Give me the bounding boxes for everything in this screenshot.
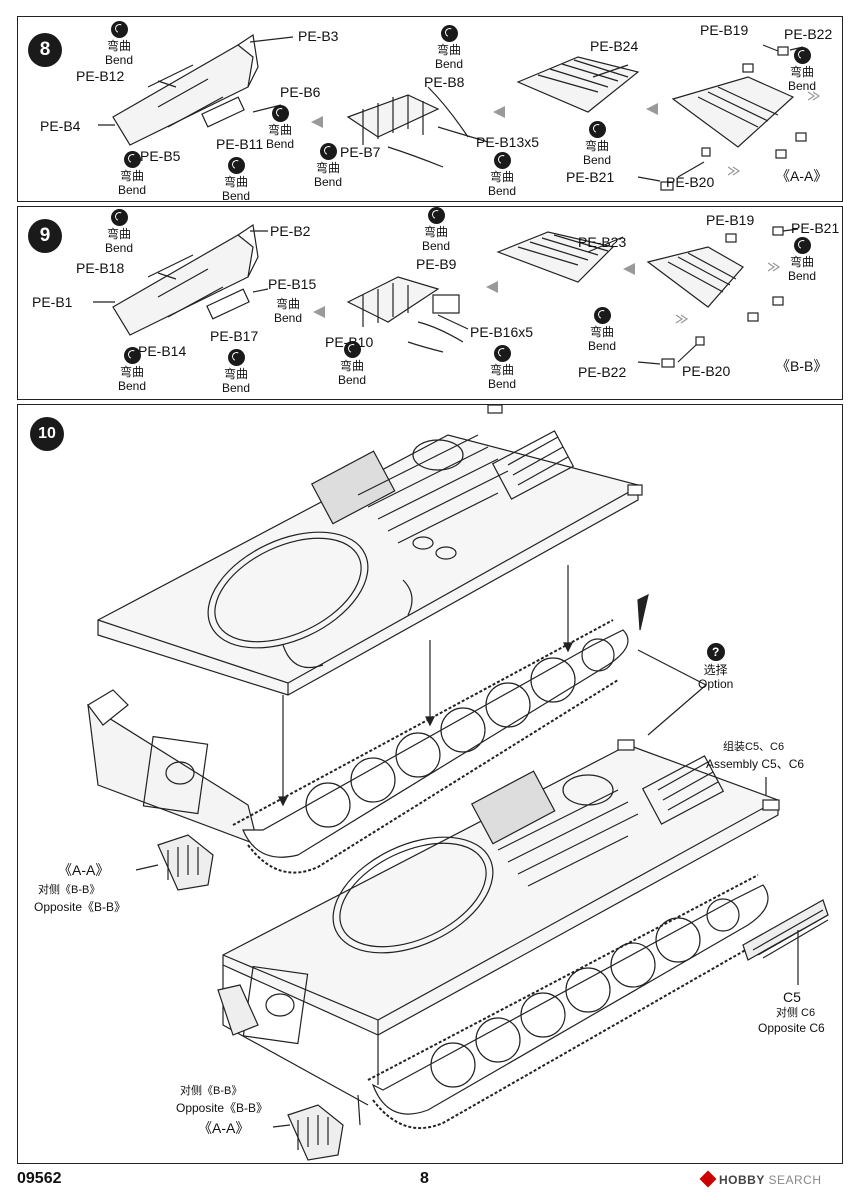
part-label: PE-B13x5 [476,134,540,150]
part-label: PE-B17 [210,328,259,344]
bend-icon [440,25,458,42]
part-label: PE-B21 [566,169,615,185]
part-label: PE-B24 [590,38,639,54]
bend-icon [123,347,141,364]
part-label-c5: C5 [783,989,801,1005]
part-label: PE-B20 [682,363,731,379]
part-label: PE-B4 [40,118,81,134]
step-9-panel: 9 [17,206,843,400]
step-10-diagram [87,405,829,1161]
step-number-badge: 10 [30,417,64,451]
part-label: PE-B12 [76,68,125,84]
view-label-a-a: 《A-A》 [198,1120,250,1136]
part-label: PE-B19 [700,22,749,38]
part-label: PE-B16x5 [470,324,534,340]
bend-icon [793,237,811,254]
question-icon: ? [706,643,725,661]
brand-watermark: HOBBY SEARCH [699,1170,821,1188]
part-label: PE-B5 [140,148,181,164]
bend-icon [593,307,611,324]
opposite-note-en: Opposite《B-B》 [176,1101,269,1115]
assembly-note-en: Assembly C5、C6 [706,757,805,771]
c6-note-en: Opposite C6 [758,1021,825,1035]
part-label: PE-B20 [666,174,715,190]
part-label: PE-B11 [216,136,264,152]
part-label: PE-B22 [784,26,833,42]
part-label: PE-B2 [270,223,311,239]
step-number-badge: 8 [28,33,62,67]
part-label: PE-B19 [706,212,755,228]
part-label: PE-B8 [424,74,465,90]
opposite-note-cn: 对侧《B-B》 [180,1085,243,1097]
part-label: PE-B14 [138,343,187,359]
part-label: PE-B18 [76,260,125,276]
step-9-diagram [93,223,799,368]
bend-icon [110,209,128,226]
part-label: PE-B15 [268,276,317,292]
bend-icon [493,152,511,169]
step-number-badge: 9 [28,219,62,253]
bend-icon [110,21,128,38]
part-label: PE-B22 [578,364,627,380]
kit-code: 09562 [17,1170,62,1187]
step-10-panel: 10 [17,404,843,1164]
bend-icon [588,121,606,138]
opposite-note-cn: 对侧《B-B》 [38,884,101,896]
part-label: PE-B6 [280,84,321,100]
bend-icon [343,341,361,358]
part-label: PE-B9 [416,256,457,272]
view-label-b-b: 《B-B》 [776,358,828,374]
part-label: PE-B3 [298,28,339,44]
part-label: PE-B23 [578,234,627,250]
bend-icon [793,47,811,64]
bend-icon [427,207,445,224]
part-label: PE-B21 [791,220,840,236]
bend-icon [271,105,289,122]
c6-note-cn: 对侧 C6 [776,1007,816,1019]
bend-icon [227,349,245,366]
opposite-note-en: Opposite《B-B》 [34,900,127,914]
bend-icon [319,143,337,160]
view-label-a-a: 《A-A》 [776,168,828,184]
page-number: 8 [420,1170,429,1187]
step-8-panel: 8 [17,16,843,204]
part-label: PE-B1 [32,294,73,310]
bend-icon [227,157,245,174]
part-label: PE-B7 [340,144,381,160]
brand-logo-icon [699,1170,717,1188]
assembly-note-cn: 组装C5、C6 [723,741,785,753]
bend-icon [493,345,511,362]
step-8-diagram [98,33,821,191]
view-label-a-a: 《A-A》 [58,862,110,878]
bend-icon [123,151,141,168]
